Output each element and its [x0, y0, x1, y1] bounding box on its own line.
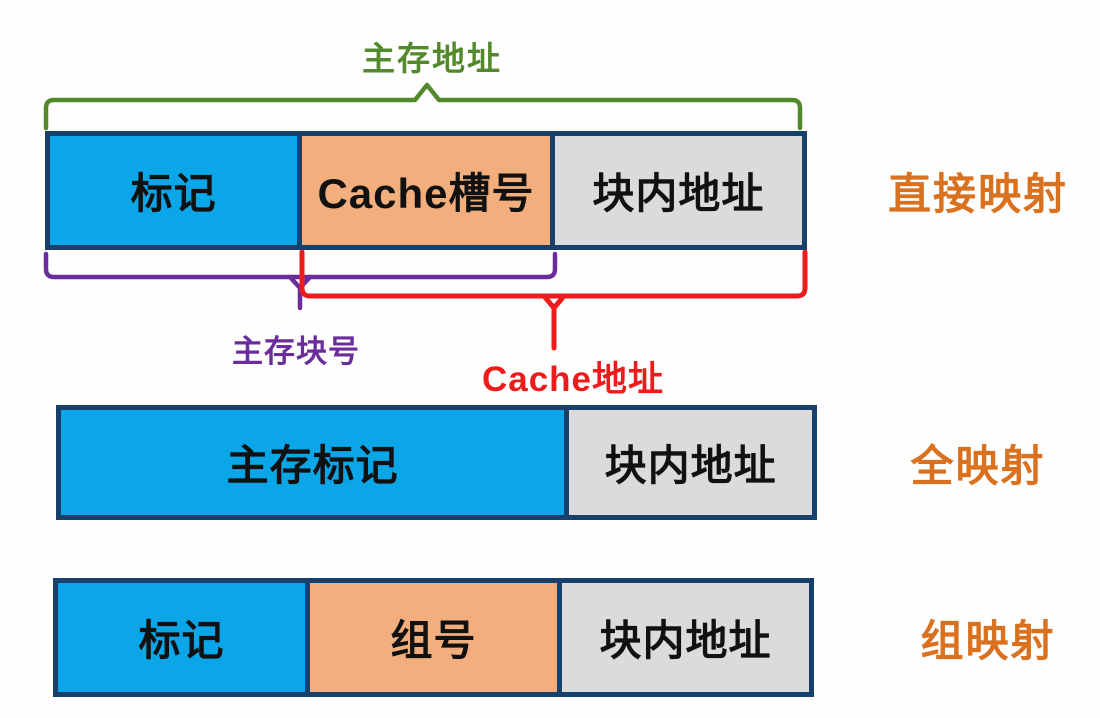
segment-block-offset: 块内地址: [557, 583, 809, 692]
segment-set-number: 组号: [305, 583, 557, 692]
segment-block-offset: 块内地址: [549, 136, 802, 245]
address-row-direct-mapping: 标记 Cache槽号 块内地址: [45, 131, 807, 250]
segment-main-memory-tag: 主存标记: [61, 410, 565, 515]
segment-block-offset: 块内地址: [564, 410, 812, 515]
segment-tag: 标记: [50, 136, 298, 245]
segment-cache-slot-number: Cache槽号: [297, 136, 550, 245]
set-associative-mapping-label: 组映射: [920, 617, 1056, 666]
direct-mapping-label: 直接映射: [888, 170, 1068, 219]
main-memory-block-brace-pointer: [287, 274, 313, 311]
main-memory-block-label: 主存块号: [232, 334, 360, 369]
cache-address-brace: [299, 249, 808, 299]
fully-associative-mapping-label: 全映射: [910, 442, 1046, 491]
segment-tag: 标记: [58, 583, 305, 692]
main-memory-address-brace: [43, 82, 803, 131]
cache-address-label: Cache地址: [481, 360, 665, 399]
main-memory-address-label: 主存地址: [362, 40, 502, 77]
address-row-fully-associative: 主存标记 块内地址: [56, 405, 817, 520]
address-row-set-associative: 标记 组号 块内地址: [53, 578, 814, 697]
cache-address-brace-pointer: [541, 293, 567, 351]
main-memory-block-brace: [43, 251, 558, 280]
